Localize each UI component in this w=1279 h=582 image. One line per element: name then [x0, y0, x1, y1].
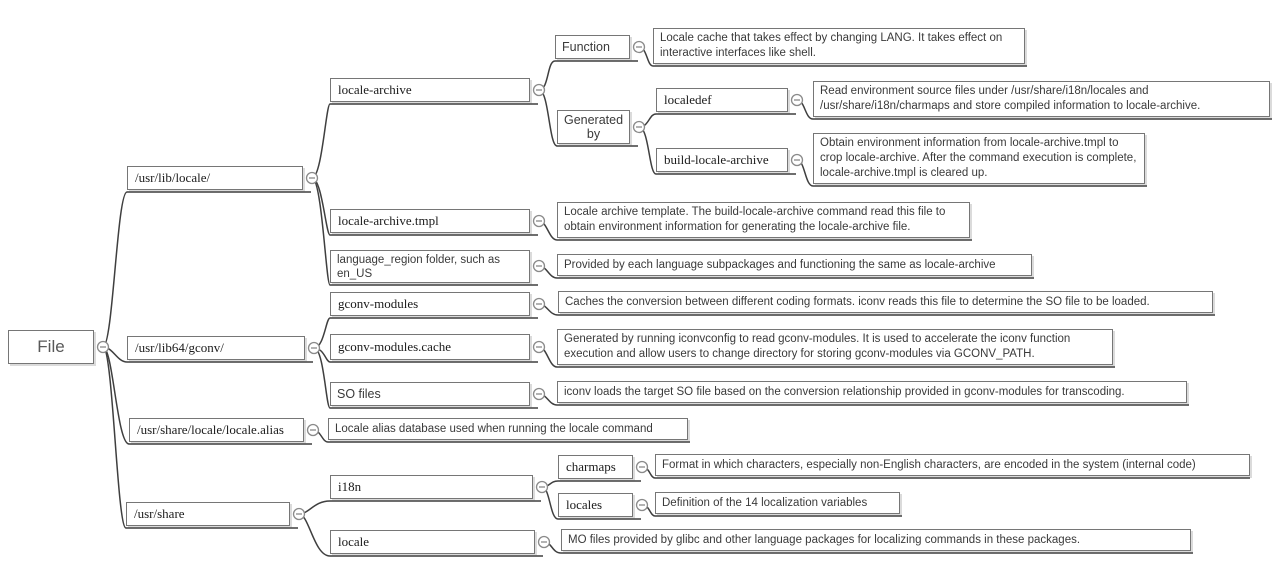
node-function[interactable]: Function [555, 35, 630, 59]
desc-gconv-modules[interactable]: Caches the conversion between different … [558, 291, 1213, 313]
node-charmaps[interactable]: charmaps [558, 455, 633, 479]
desc-gconv-modules-cache[interactable]: Generated by running iconvconfig to read… [557, 329, 1113, 365]
desc-function[interactable]: Locale cache that takes effect by changi… [653, 28, 1025, 64]
desc-locale-archive-tmpl[interactable]: Locale archive template. The build-local… [557, 202, 970, 238]
node-locales[interactable]: locales [558, 493, 633, 517]
collapse-icon[interactable] [307, 341, 321, 355]
collapse-icon[interactable] [96, 340, 110, 354]
node-gconv-modules-cache[interactable]: gconv-modules.cache [330, 334, 530, 360]
collapse-icon[interactable] [532, 214, 546, 228]
collapse-icon[interactable] [790, 93, 804, 107]
node-usr-share-locale-alias[interactable]: /usr/share/locale/locale.alias [129, 418, 304, 442]
node-so-files[interactable]: SO files [330, 382, 530, 406]
node-language-region-folder[interactable]: language_region folder, such as en_US [330, 250, 530, 283]
collapse-icon[interactable] [537, 535, 551, 549]
node-locale[interactable]: locale [330, 530, 535, 554]
desc-charmaps[interactable]: Format in which characters, especially n… [655, 454, 1250, 476]
node-build-locale-archive[interactable]: build-locale-archive [656, 148, 788, 172]
desc-locales[interactable]: Definition of the 14 localization variab… [655, 492, 900, 514]
collapse-icon[interactable] [632, 40, 646, 54]
desc-localedef[interactable]: Read environment source files under /usr… [813, 81, 1270, 117]
node-locale-archive[interactable]: locale-archive [330, 78, 530, 102]
node-gconv-modules[interactable]: gconv-modules [330, 292, 530, 316]
collapse-icon[interactable] [532, 83, 546, 97]
collapse-icon[interactable] [532, 387, 546, 401]
node-i18n[interactable]: i18n [330, 475, 533, 499]
desc-language-region-folder[interactable]: Provided by each language subpackages an… [557, 254, 1032, 276]
collapse-icon[interactable] [532, 297, 546, 311]
desc-locale-alias[interactable]: Locale alias database used when running … [328, 418, 688, 440]
collapse-icon[interactable] [532, 259, 546, 273]
collapse-icon[interactable] [292, 507, 306, 521]
node-usr-lib64-gconv[interactable]: /usr/lib64/gconv/ [127, 336, 305, 360]
collapse-icon[interactable] [532, 340, 546, 354]
collapse-icon[interactable] [305, 171, 319, 185]
node-locale-archive-tmpl[interactable]: locale-archive.tmpl [330, 209, 530, 233]
node-usr-share[interactable]: /usr/share [126, 502, 290, 526]
node-file-root[interactable]: File [8, 330, 94, 364]
node-usr-lib-locale[interactable]: /usr/lib/locale/ [127, 166, 303, 190]
node-localedef[interactable]: localedef [656, 88, 788, 112]
collapse-icon[interactable] [635, 498, 649, 512]
desc-locale[interactable]: MO files provided by glibc and other lan… [561, 529, 1191, 551]
collapse-icon[interactable] [790, 153, 804, 167]
desc-build-locale-archive[interactable]: Obtain environment information from loca… [813, 133, 1145, 184]
node-generated-by[interactable]: Generated by [557, 110, 630, 144]
collapse-icon[interactable] [632, 120, 646, 134]
collapse-icon[interactable] [635, 460, 649, 474]
desc-so-files[interactable]: iconv loads the target SO file based on … [557, 381, 1187, 403]
collapse-icon[interactable] [306, 423, 320, 437]
collapse-icon[interactable] [535, 480, 549, 494]
